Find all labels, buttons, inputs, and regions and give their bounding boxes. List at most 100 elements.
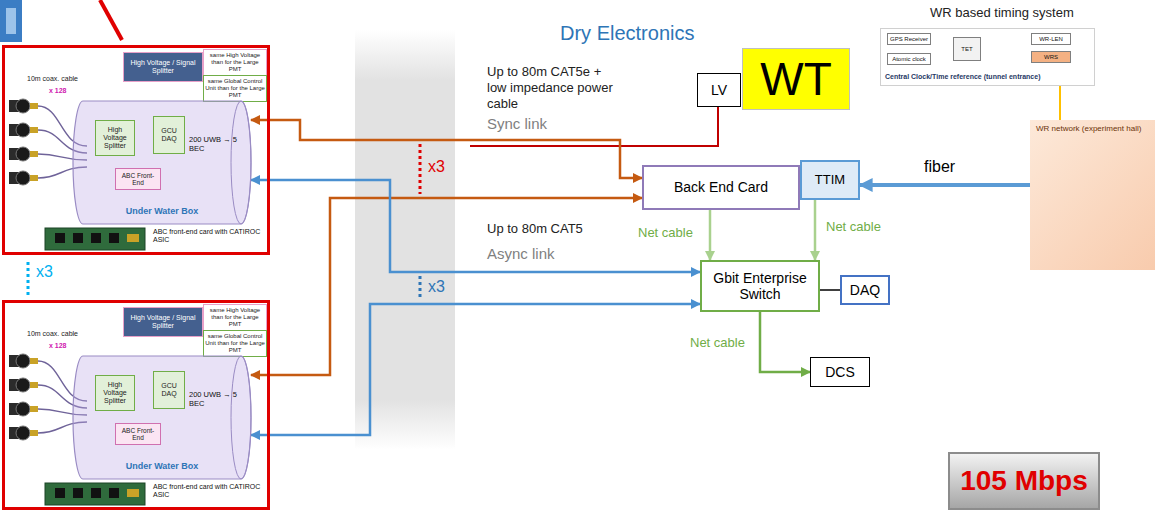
ttim-box: TTIM: [800, 160, 860, 200]
module-box: GCU DAQ: [153, 371, 185, 409]
connector-label: Net cable: [688, 336, 747, 351]
cut-photo: [0, 0, 22, 42]
node-text: ABC front-end card with CATIROC ASIC: [153, 228, 265, 244]
multiplicity-dots: [419, 144, 422, 194]
node-text: same Global Control Unit than for the La…: [205, 333, 265, 354]
cylinder-end: [231, 101, 251, 224]
diagram-label: Dry Electronics: [560, 22, 694, 45]
module-box: High Voltage Splitter: [95, 375, 135, 411]
node-text: GCU DAQ: [156, 382, 182, 398]
node-text: DCS: [825, 364, 855, 380]
node-text: LV: [711, 82, 727, 98]
timing-box: Atomic clock: [887, 53, 931, 65]
note-box: same High Voltage than for the Large PMT: [203, 304, 267, 331]
wt-tag: WT: [742, 48, 850, 110]
node-text: WR-LEN: [1039, 36, 1063, 43]
connector: [760, 312, 810, 372]
network-switch: Gbit Enterprise Switch: [700, 260, 820, 312]
node-text: 10m coax. cable: [27, 75, 89, 83]
node-text: x 128: [49, 87, 79, 95]
node-text: Gbit Enterprise Switch: [704, 270, 816, 302]
back-end-card: Back End Card: [642, 165, 800, 210]
module-box: High Voltage Splitter: [95, 120, 135, 156]
node-text: GPS Receiver: [890, 36, 928, 43]
daq-box: DAQ: [840, 275, 890, 305]
node-text: High Voltage Splitter: [98, 381, 132, 405]
cylinder-end: [231, 356, 251, 479]
connector-label: Net cable: [636, 226, 695, 241]
dcs-box: DCS: [810, 357, 870, 387]
node-text: WRS: [1044, 54, 1058, 61]
connector: [251, 120, 642, 178]
node-text: GCU DAQ: [156, 127, 182, 143]
node-text: 105 Mbps: [960, 465, 1088, 497]
node-text: ABC Front-End: [118, 172, 158, 187]
timing-box: GPS Receiver: [887, 33, 931, 45]
node-text: High Voltage Splitter: [98, 126, 132, 150]
timing-box: WRS: [1031, 51, 1071, 63]
note-box: same Global Control Unit than for the La…: [203, 330, 267, 357]
connector: [860, 183, 1030, 187]
connector-label: fiber: [922, 158, 957, 176]
node-text: Central Clock/Time reference (tunnel ent…: [885, 73, 1090, 81]
note-box: same High Voltage than for the Large PMT: [203, 49, 267, 76]
under-water-box: Under Water Box High Voltage Splitter GCU …: [73, 355, 251, 480]
connector: [820, 289, 840, 291]
splitter-photo-box: High Voltage / Signal Splitter: [123, 52, 203, 82]
note-box: same Global Control Unit than for the La…: [203, 75, 267, 102]
node-text: 200 UWB → 5 BEC: [189, 391, 251, 408]
module-box: ABC Front-End: [115, 423, 161, 445]
clock-reference-panel: Central Clock/Time reference (tunnel ent…: [880, 28, 1095, 86]
diagram-label: x3: [36, 263, 53, 281]
module-box: GCU DAQ: [153, 116, 185, 154]
connector: [251, 198, 642, 375]
diagram-label: x3: [428, 158, 445, 176]
cylinder-body: [73, 101, 251, 224]
wr-network-panel: WR network (experiment hall): [1030, 120, 1155, 270]
timing-box: TET: [953, 37, 981, 61]
diagram-label: Up to 80m CAT5: [487, 222, 583, 237]
node-text: DAQ: [850, 282, 880, 298]
power-box: LV: [697, 73, 741, 107]
splitter-photo-box: High Voltage / Signal Splitter: [123, 307, 203, 337]
timing-box: WR-LEN: [1031, 33, 1071, 45]
node-text: same Global Control Unit than for the La…: [205, 78, 265, 99]
pmt-group-panel: 10m coax. cable x 128 200 UWB → 5 BEC ABC f…: [2, 45, 270, 255]
node-text: 200 UWB → 5 BEC: [189, 136, 251, 153]
module-box: ABC Front-End: [115, 168, 161, 190]
node-text: same High Voltage than for the Large PMT: [205, 307, 265, 328]
pmt-group-panel: 10m coax. cable x 128 200 UWB → 5 BEC ABC f…: [2, 300, 270, 510]
under-water-box: Under Water Box High Voltage Splitter GCU …: [73, 100, 251, 225]
diagram-label: WR based timing system: [930, 6, 1074, 21]
node-text: x 128: [49, 342, 79, 350]
node-text: TET: [961, 46, 972, 53]
cylinder-body: [73, 356, 251, 479]
node-text: ABC Front-End: [118, 427, 158, 442]
node-text: Atomic clock: [892, 56, 926, 63]
multiplicity-dots: [27, 262, 30, 296]
connector: [251, 180, 700, 272]
connector: [814, 200, 817, 260]
node-text: 10m coax. cable: [27, 330, 89, 338]
red-slash: [100, 0, 122, 40]
node-text: TTIM: [815, 173, 845, 188]
connector-label: Net cable: [824, 220, 883, 235]
diagram-label: Sync link: [487, 115, 547, 132]
diagram-label: x3: [428, 278, 445, 296]
diagram-label: Async link: [487, 245, 555, 262]
node-text: Back End Card: [674, 179, 768, 195]
node-text: ABC front-end card with CATIROC ASIC: [153, 483, 265, 499]
connector: [251, 304, 700, 435]
diagram-label: Up to 80m CAT5e + low impedance power ca…: [487, 64, 622, 112]
node-text: High Voltage / Signal Splitter: [126, 314, 200, 330]
cut-photo: [6, 8, 16, 34]
node-text: High Voltage / Signal Splitter: [126, 59, 200, 75]
node-text: WT: [760, 53, 832, 106]
connector: [709, 210, 712, 260]
node-text: Under Water Box: [117, 206, 207, 216]
node-text: Under Water Box: [117, 461, 207, 471]
node-text: WR network (experiment hall): [1036, 124, 1148, 133]
multiplicity-dots: [419, 276, 422, 300]
bandwidth-tag: 105 Mbps: [948, 452, 1100, 510]
